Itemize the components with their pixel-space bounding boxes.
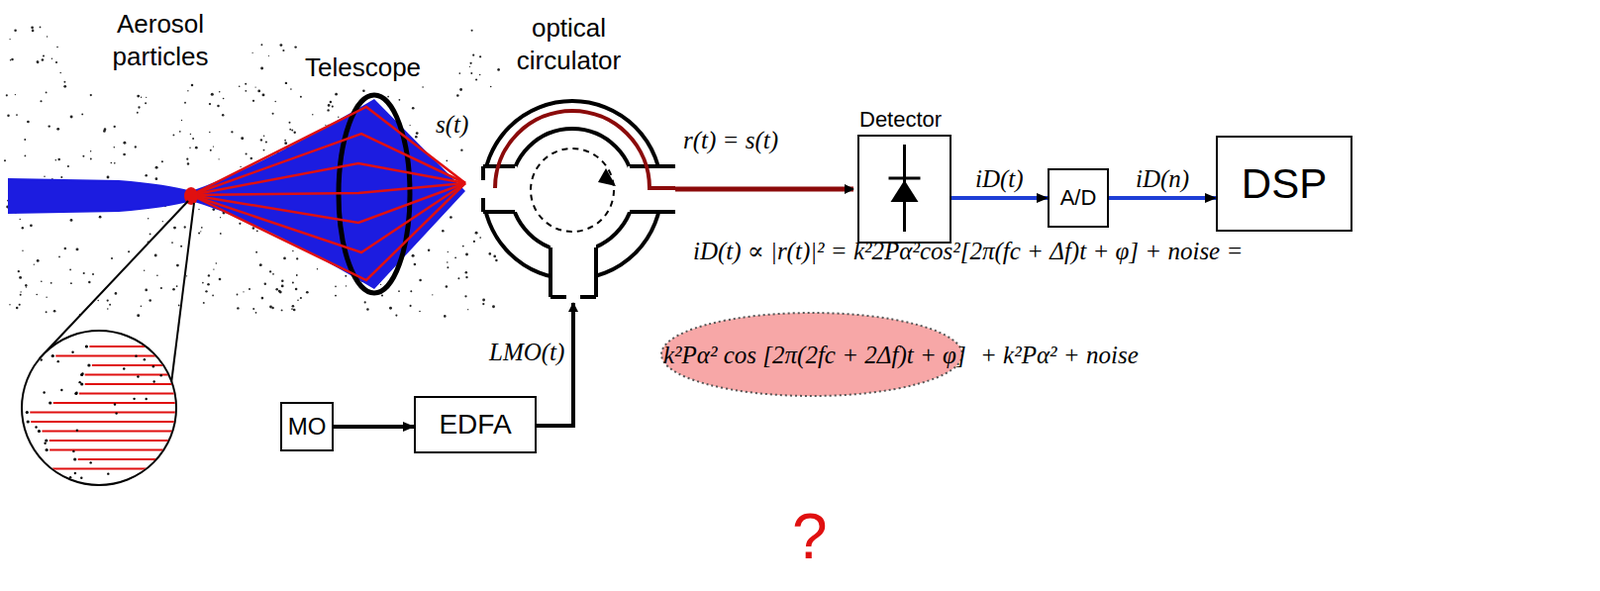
signal-name: r(t) = s(t) [683,124,779,156]
signal-name: s(t) [435,108,469,140]
box-heading: Detector [859,106,942,133]
aerosol-dots [3,25,500,317]
signal-connector [951,196,1048,200]
signal-connector [333,424,414,429]
converter-box: A/D [1047,168,1109,228]
signal-name: iD(n) [1135,163,1190,195]
detector-box: Detector [857,134,952,244]
signal-connector [1108,196,1216,200]
signal-name: LMO(t) [489,336,565,368]
optical-circulator [477,100,676,298]
oscillator-box: MO [280,401,334,452]
zoom-circle [21,330,177,486]
box-label: MO [288,412,327,441]
zoom-detail [23,344,189,480]
fibre [675,187,854,193]
processor-box: DSP [1215,135,1353,232]
box-label: A/D [1060,185,1098,211]
box-label: EDFA [438,408,511,441]
box-label: DSP [1241,160,1327,208]
telescope-label: Telescope [304,51,421,85]
question-mark: ? [792,504,828,569]
equation: k²Pα² cos [2π(2fc + 2Δf)t + φ] [663,339,967,371]
scattered-rays [191,106,466,281]
equation: + k²Pα² + noise [980,339,1139,371]
aerosol-label: Aerosol particles [81,7,240,73]
equation: iD(t) ∝ |r(t)|² = k²2Pα²cos²[2π(fc + Δf)… [693,235,1243,267]
laser-beam [7,99,466,290]
amplifier-box: EDFA [413,396,537,454]
circulator-label: optical circulator [487,11,651,77]
zoom-leader [170,202,195,392]
signal-name: iD(t) [975,163,1024,195]
photodiode-symbol [859,136,950,242]
